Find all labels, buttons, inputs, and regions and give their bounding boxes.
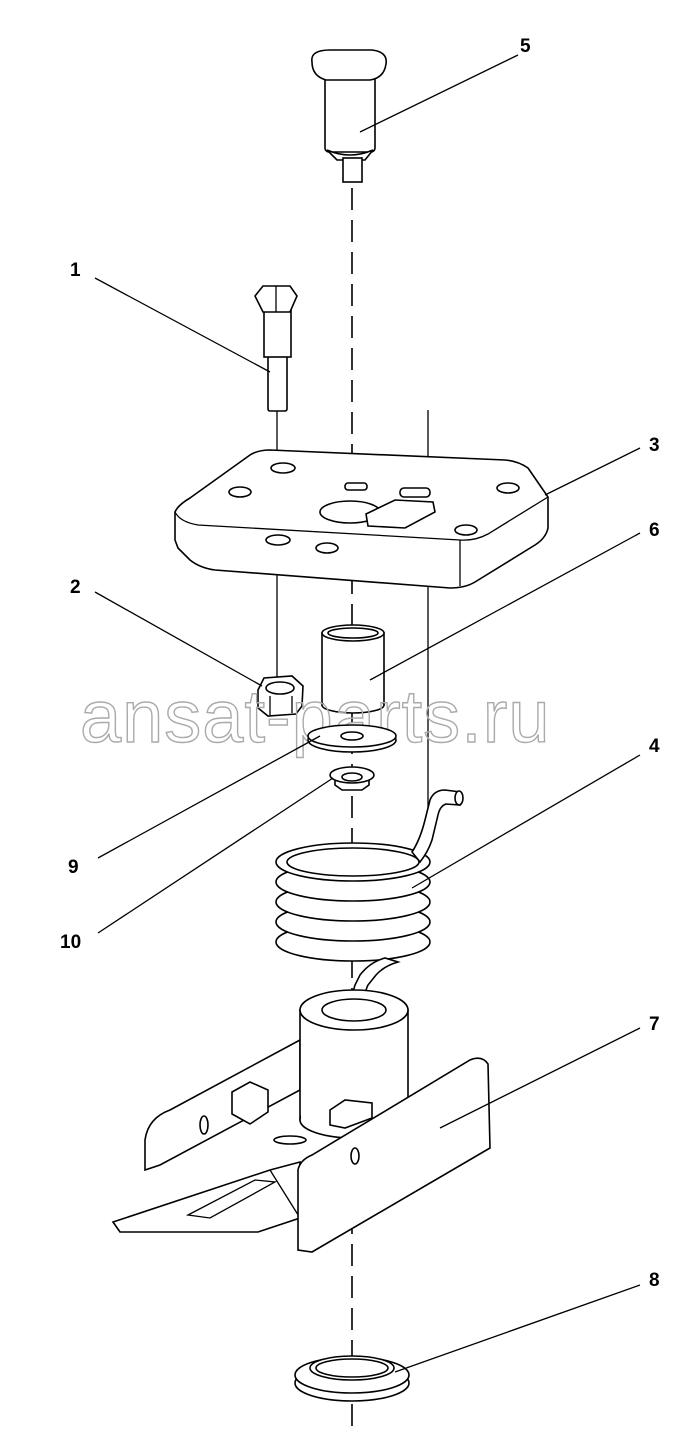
part-2-nut <box>257 675 304 717</box>
callout-10: 10 <box>60 932 81 953</box>
part-9-washer <box>307 724 397 753</box>
part-5-pin <box>311 49 388 183</box>
part-10-flange-nut <box>329 766 375 791</box>
callout-3: 3 <box>649 435 660 456</box>
part-8-cup <box>294 1355 410 1402</box>
callout-7: 7 <box>649 1014 660 1035</box>
callout-4: 4 <box>649 736 660 757</box>
part-4-spring <box>275 789 464 1030</box>
callout-1: 1 <box>70 260 81 281</box>
leader-lines <box>94 54 641 1373</box>
part-3-plate <box>174 449 549 589</box>
callout-6: 6 <box>649 520 660 541</box>
part-7-base-bracket <box>111 989 491 1253</box>
callout-2: 2 <box>70 577 81 598</box>
callout-9: 9 <box>68 857 79 878</box>
part-1-bolt <box>254 285 298 412</box>
part-6-bushing <box>321 624 385 714</box>
callout-5: 5 <box>520 36 531 57</box>
callout-8: 8 <box>649 1270 660 1291</box>
